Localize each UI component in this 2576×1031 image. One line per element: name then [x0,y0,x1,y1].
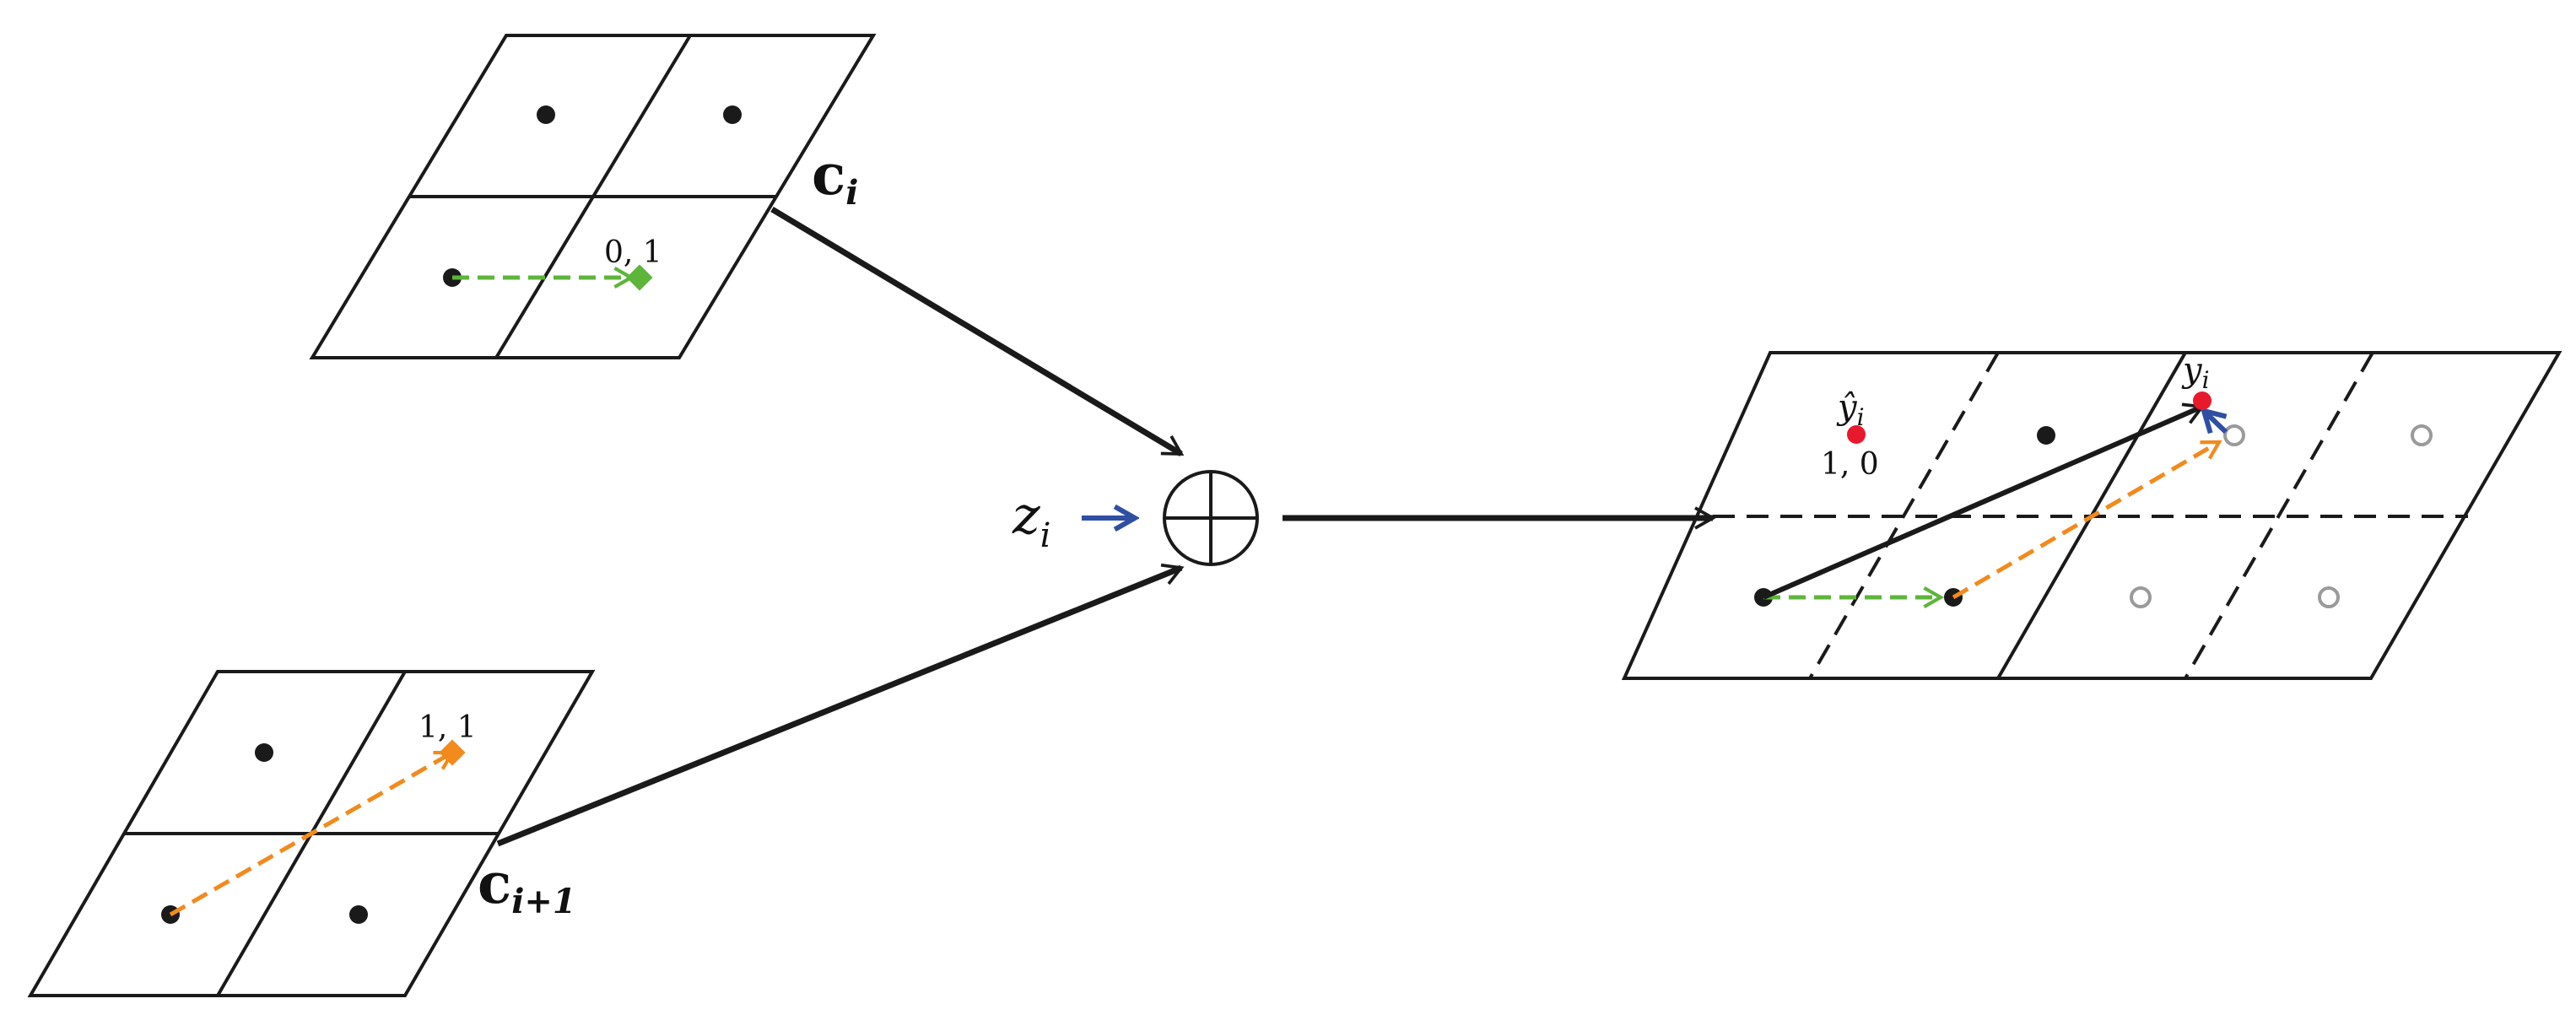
target-point-y [2193,391,2211,410]
label-y-hat-i: ŷi [1836,388,1865,431]
bottom-lattice-border [27,670,596,997]
bottom-lattice-point [255,743,273,762]
bottom-cell-coordinate: 1, 1 [419,710,477,745]
top-lattice-point [537,105,555,124]
codeword-lattice-top [309,34,877,359]
top-lattice-point [723,105,742,124]
arrow-c-i-to-operator [770,206,1185,457]
bottom-lattice-point [349,905,368,924]
arrow-c-ip1-to-operator [496,563,1185,847]
result-orange-offset-arrow [1952,440,2219,600]
result-lattice-shadow-point [2223,424,2245,446]
label-y-i: yi [2181,351,2210,394]
label-z-i: zi [1012,484,1050,555]
label-c-i-plus-1: ci+1 [478,850,576,921]
top-lattice-v-divider [494,34,692,359]
result-cell-coordinate: 1, 0 [1821,447,1879,482]
top-cell-coordinate: 0, 1 [604,235,662,270]
oplus-operator-icon [1163,470,1259,566]
bottom-orange-offset-arrow [169,750,452,917]
result-lattice-shadow-point [2318,586,2340,608]
result-lattice-shadow-point [2411,424,2433,446]
top-target-diamond [626,264,653,291]
label-c-i: ci [812,142,858,213]
result-lattice-dashed-divider [1808,351,2000,680]
estimate-point-y-hat [1847,425,1866,444]
result-noise-arrow [2204,411,2228,435]
result-lattice-border [1621,351,2562,680]
top-lattice-border [309,34,877,359]
result-lattice-shadow-point [2130,586,2152,608]
result-sum-arrow [1762,402,2206,600]
result-lattice-point [2037,426,2055,445]
result-lattice-dashed-divider [2184,352,2374,679]
